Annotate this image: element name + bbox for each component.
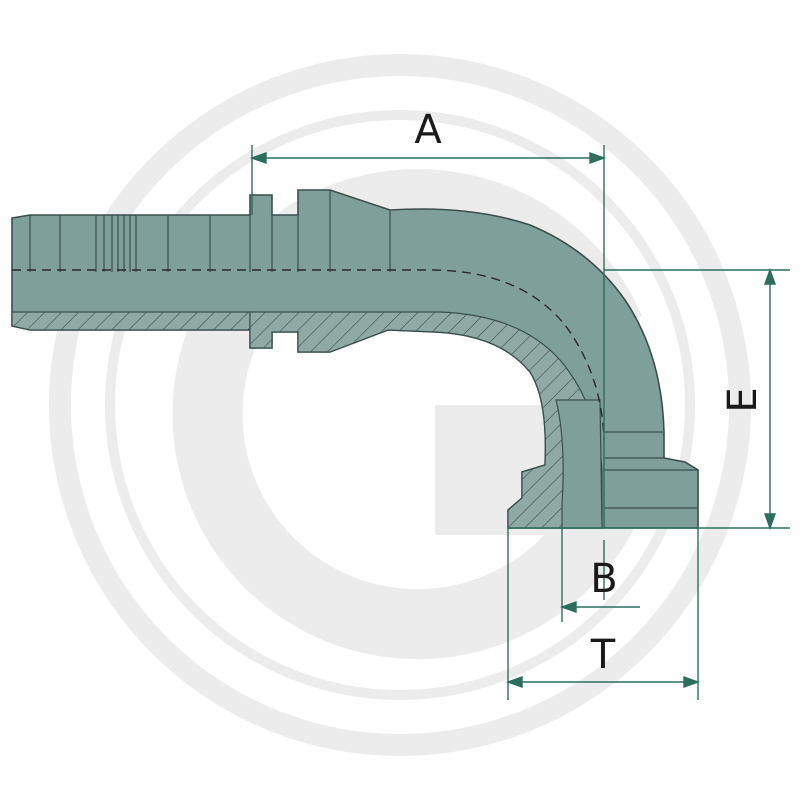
center-line (12, 269, 605, 441)
watermark-logo (49, 54, 751, 756)
dimension-lines (249, 145, 790, 700)
dimension-label-t: T (590, 632, 616, 678)
dimension-label-b: B (590, 556, 617, 602)
flange-steps (604, 431, 698, 509)
fitting-body (11, 189, 699, 529)
section-cut (11, 311, 251, 331)
flange-bore (555, 399, 603, 529)
dimension-label-a: A (414, 107, 442, 153)
dimension-label-e: E (720, 387, 766, 412)
tail-ribs (29, 190, 391, 272)
